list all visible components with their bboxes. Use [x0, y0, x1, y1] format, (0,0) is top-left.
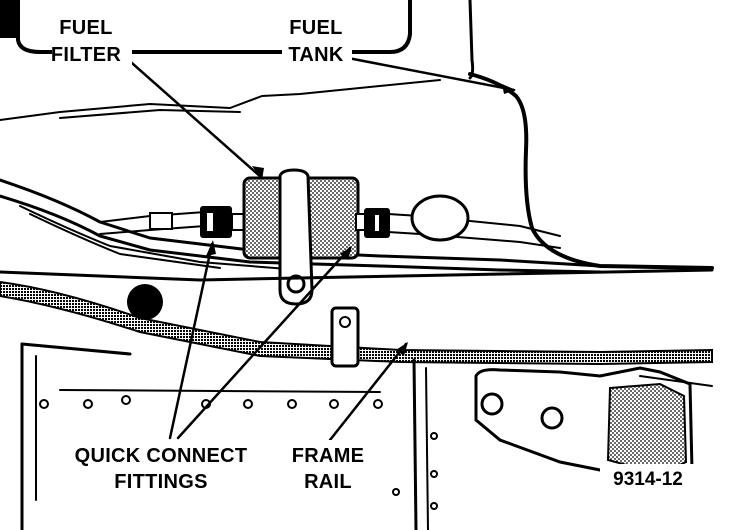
- crossmember: [0, 268, 714, 368]
- strap-bolt: [286, 274, 306, 294]
- frame-rail-clip: [330, 306, 360, 368]
- panel-right-inner: [425, 367, 429, 530]
- bracket-bolt-2: [540, 406, 564, 430]
- arrowhead-fuel-filter: [252, 166, 264, 180]
- spring-hanger: [606, 382, 688, 476]
- label-frame-rail-line2: RAIL: [304, 471, 352, 493]
- body-crease-line-2: [59, 109, 241, 119]
- bracket-flange: [639, 375, 713, 387]
- figure-number: 9314-12: [613, 469, 683, 490]
- return-line: [19, 205, 301, 271]
- vapor-line: [29, 213, 221, 269]
- frame-rail-clip-hole: [339, 316, 351, 328]
- lower-frame-panel: [20, 342, 713, 530]
- arrowhead-frame-rail: [396, 342, 408, 356]
- fuel-tank-outline: [468, 72, 714, 270]
- label-bg-fuel-filter: [52, 8, 132, 66]
- fuel-filter-assembly: [200, 168, 390, 306]
- body-crease-line: [0, 79, 441, 121]
- quick-connect-left: [200, 206, 232, 238]
- label-fuel-filter-line2: FILTER: [51, 44, 122, 66]
- corner-dark-block: [0, 0, 18, 38]
- leader-fuel-tank: [346, 56, 516, 92]
- panel-top-left: [20, 342, 132, 356]
- inlet-tube-collar: [149, 212, 173, 230]
- label-bg-frame-rail: [284, 440, 372, 496]
- figure-number-bg: [600, 464, 696, 492]
- leader-lines: [122, 54, 516, 442]
- outlet-tube-top: [387, 213, 561, 237]
- label-bg-fuel-tank: [282, 8, 352, 66]
- arrowhead-fuel-tank: [502, 84, 516, 94]
- panel-right-edge: [412, 358, 418, 530]
- leader-quick-connect-right: [176, 246, 352, 440]
- leader-quick-connect-left: [168, 242, 214, 440]
- label-fuel-filter-line1: FUEL: [59, 17, 112, 39]
- crossmember-top-edge: [0, 268, 714, 282]
- label-fuel-tank-line2: TANK: [288, 44, 344, 66]
- arrowhead-quick-connect-right: [340, 246, 352, 260]
- fuel-line-bundle: [0, 178, 602, 274]
- label-quick-connect-line1: QUICK CONNECT: [75, 445, 248, 467]
- label-quick-connect-line2: FITTINGS: [114, 471, 208, 493]
- arrowhead-quick-connect-left: [206, 240, 216, 256]
- callout-labels: FUEL FILTER FUEL TANK QUICK CONNECT FITT…: [51, 8, 696, 496]
- upper-panel-outline: [16, 0, 412, 54]
- quick-connect-right-band: [373, 213, 381, 233]
- leader-frame-rail: [328, 342, 408, 442]
- tank-top-edge: [468, 0, 475, 80]
- bracket-bolt-1: [480, 392, 504, 416]
- outlet-tube-bottom: [387, 231, 561, 249]
- quick-connect-left-band: [205, 211, 215, 233]
- label-fuel-tank-line1: FUEL: [289, 17, 342, 39]
- label-bg-quick-connect: [60, 440, 264, 496]
- leader-fuel-filter: [122, 54, 264, 180]
- fuel-line-lower: [0, 194, 602, 274]
- rail-grommet: [127, 284, 163, 320]
- tank-fitting-boss: [410, 194, 470, 242]
- label-frame-rail-line1: FRAME: [292, 445, 365, 467]
